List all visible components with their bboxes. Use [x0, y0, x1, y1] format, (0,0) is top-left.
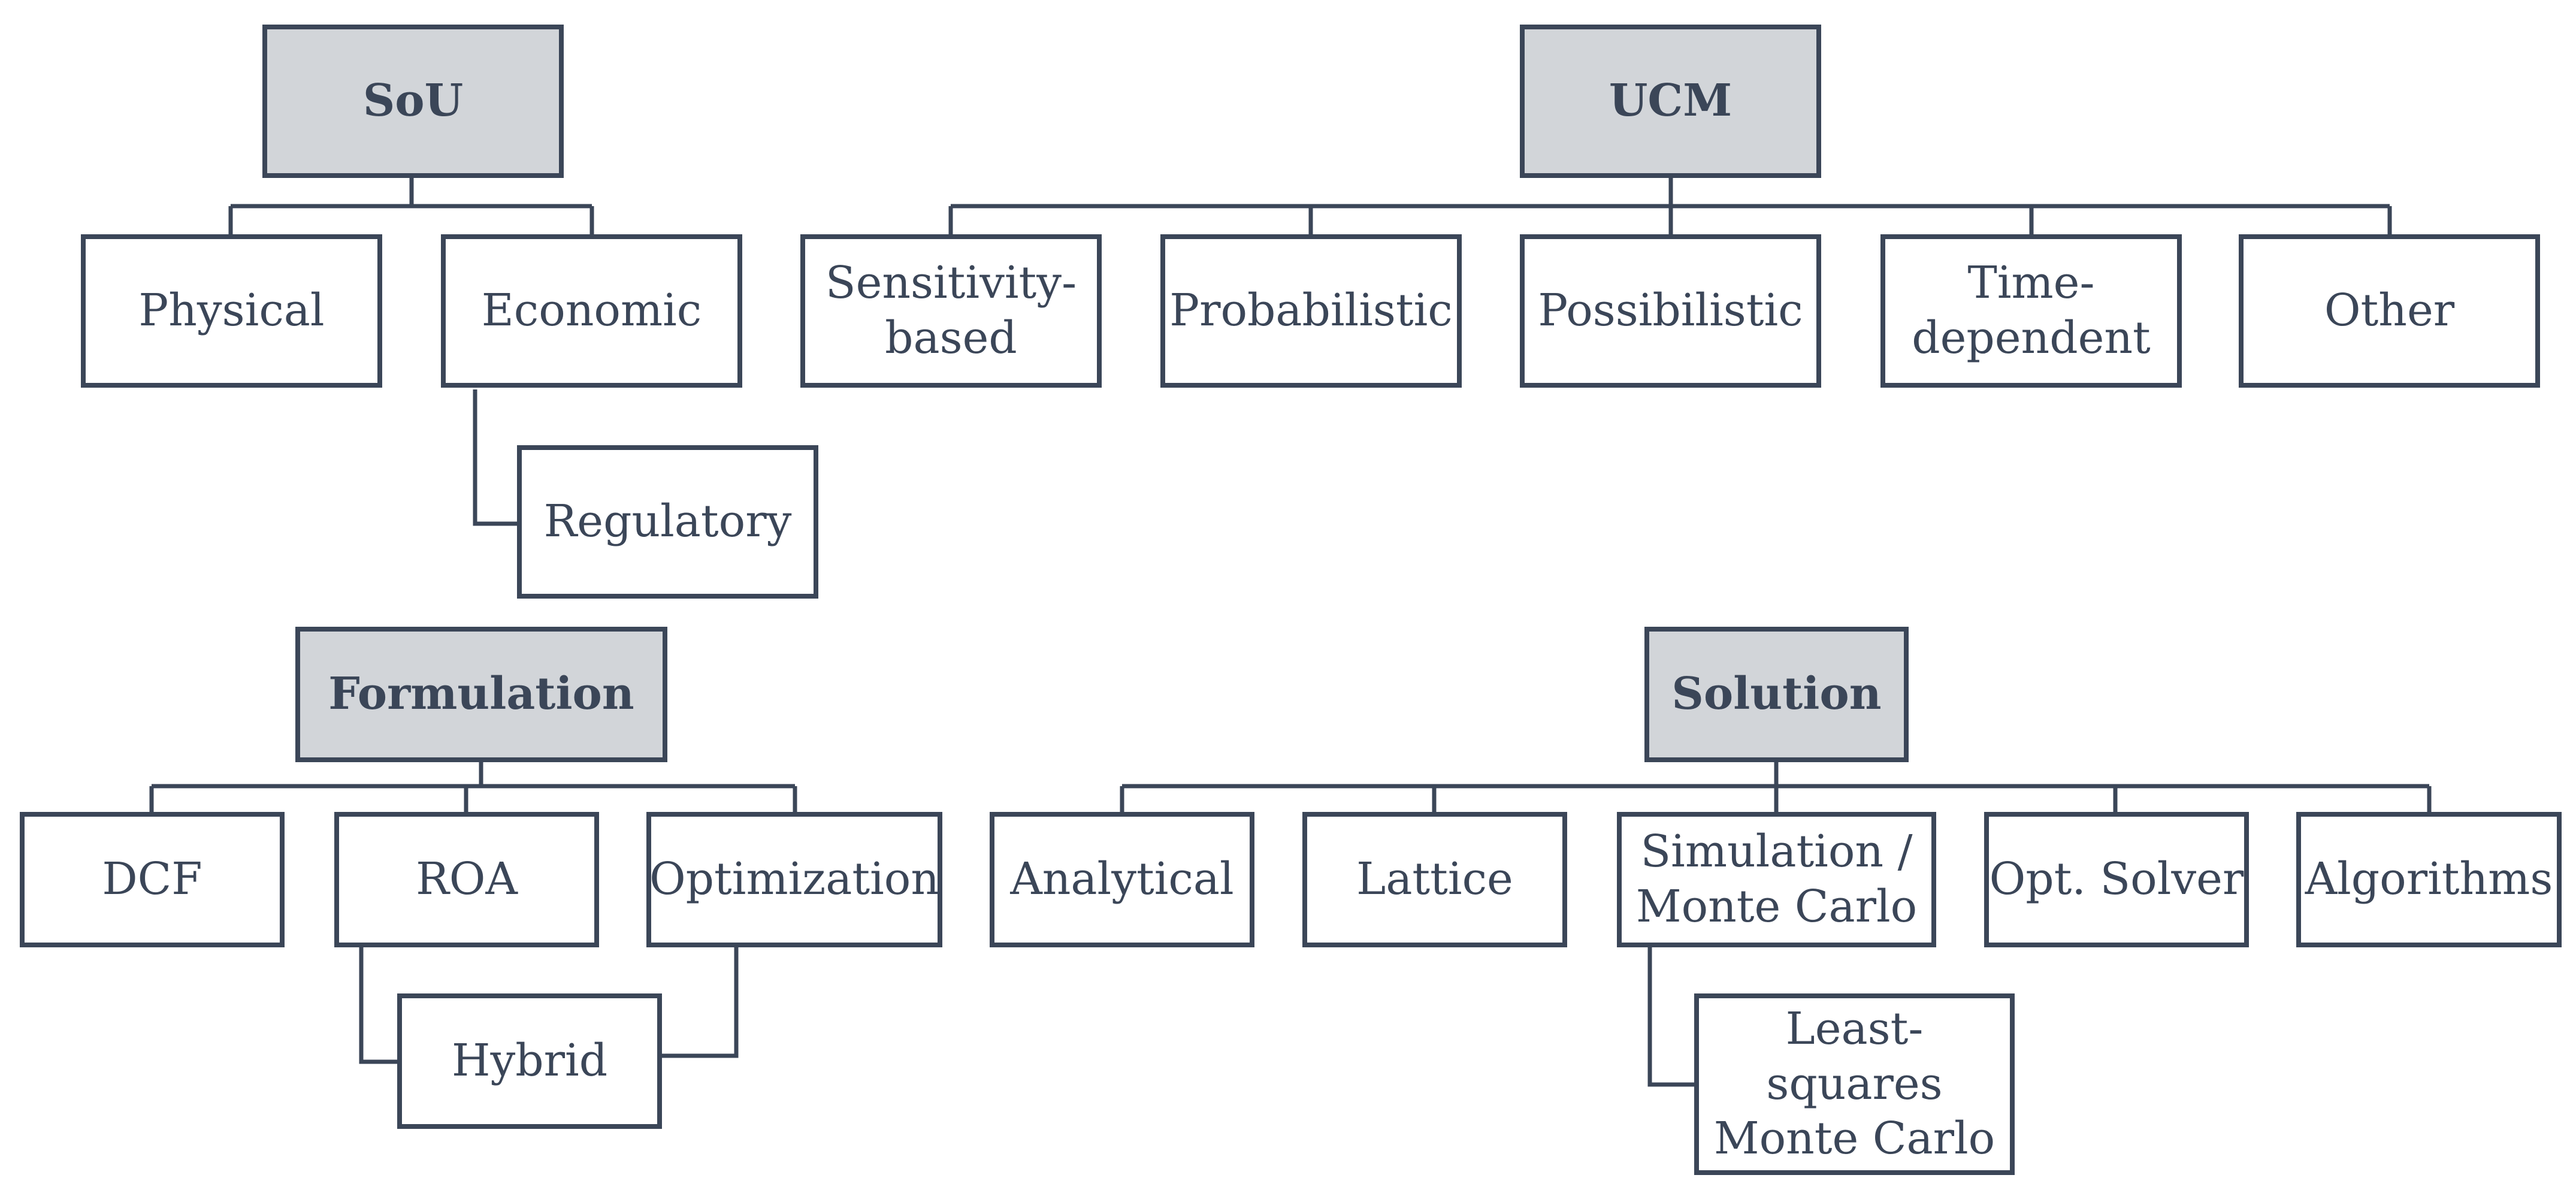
sou-connector [228, 175, 594, 236]
simulation-text: Simulation / Monte Carlo [1636, 824, 1917, 935]
roa-label: ROA [416, 853, 518, 905]
sensitivity-line1: Sensitivity- [825, 257, 1077, 309]
simulation-line1: Simulation / [1640, 826, 1913, 878]
formulation-header-box: Formulation [295, 627, 667, 762]
lsmc-line2: Monte Carlo [1713, 1113, 1996, 1165]
ucm-connector [948, 175, 2392, 236]
simulation-line2: Monte Carlo [1635, 881, 1918, 932]
analytical-label: Analytical [1010, 853, 1234, 905]
least-squares-monte-carlo-box: Least-squares Monte Carlo [1694, 993, 2015, 1175]
possibilistic-label: Possibilistic [1538, 285, 1803, 337]
sensitivity-based-box: Sensitivity- based [800, 234, 1102, 388]
sensitivity-based-text: Sensitivity- based [826, 256, 1077, 366]
opt-solver-label: Opt. Solver [1989, 853, 2244, 905]
ucm-title: UCM [1609, 75, 1733, 127]
probabilistic-box: Probabilistic [1160, 234, 1462, 388]
sou-title: SoU [362, 75, 464, 127]
time-line2: dependent [1912, 312, 2151, 364]
physical-label: Physical [138, 285, 325, 337]
dcf-box: DCF [20, 812, 285, 947]
time-dependent-box: Time- dependent [1880, 234, 2182, 388]
sensitivity-line2: based [885, 312, 1017, 364]
other-label: Other [2324, 285, 2455, 337]
hybrid-label: Hybrid [451, 1035, 608, 1087]
economic-label: Economic [481, 285, 702, 337]
formulation-connector [149, 761, 797, 813]
ucm-header-box: UCM [1520, 25, 1821, 178]
sou-header-box: SoU [262, 25, 564, 178]
time-dependent-text: Time- dependent [1912, 256, 2151, 366]
solution-header-box: Solution [1644, 627, 1909, 762]
dcf-label: DCF [102, 853, 202, 905]
optimization-box: Optimization [646, 812, 942, 947]
roa-hybrid-connector [359, 946, 399, 1064]
possibilistic-box: Possibilistic [1520, 234, 1821, 388]
analytical-box: Analytical [990, 812, 1254, 947]
time-line1: Time- [1967, 257, 2095, 309]
roa-box: ROA [334, 812, 599, 947]
hybrid-box: Hybrid [397, 993, 662, 1129]
regulatory-box: Regulatory [517, 445, 818, 599]
simulation-monte-carlo-box: Simulation / Monte Carlo [1617, 812, 1936, 947]
economic-box: Economic [441, 234, 742, 388]
lsmc-line1: Least-squares [1766, 1002, 1943, 1110]
algorithms-box: Algorithms [2296, 812, 2562, 947]
optimization-label: Optimization [649, 853, 939, 905]
algorithms-label: Algorithms [2305, 853, 2553, 905]
formulation-title: Formulation [328, 668, 634, 720]
opt-solver-box: Opt. Solver [1984, 812, 2249, 947]
other-box: Other [2239, 234, 2540, 388]
lattice-label: Lattice [1356, 853, 1513, 905]
economic-regulatory-connector [473, 389, 519, 526]
optimization-hybrid-connector [662, 946, 739, 1058]
regulatory-label: Regulatory [543, 496, 792, 548]
lsmc-text: Least-squares Monte Carlo [1699, 1002, 2010, 1167]
probabilistic-label: Probabilistic [1169, 285, 1453, 337]
lattice-box: Lattice [1302, 812, 1567, 947]
simulation-lsmc-connector [1647, 946, 1697, 1087]
solution-title: Solution [1671, 668, 1882, 720]
solution-connector [1120, 761, 2432, 813]
physical-box: Physical [81, 234, 382, 388]
